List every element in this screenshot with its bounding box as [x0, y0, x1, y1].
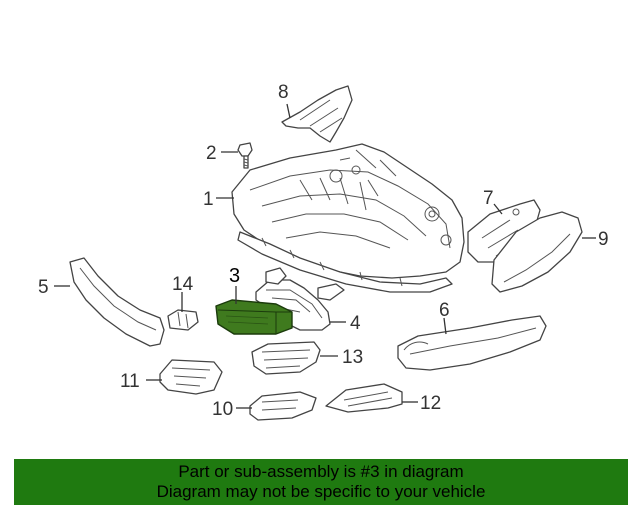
leader-8: [286, 103, 291, 119]
part-4-rail-assembly: [255, 267, 345, 331]
leader-7: [493, 203, 503, 215]
part-2-bolt: [237, 142, 253, 169]
part-1-seat-frame: [231, 143, 465, 293]
callout-3: 3: [229, 265, 240, 287]
part-14-clip: [167, 309, 199, 331]
callout-13: 13: [342, 347, 363, 368]
callout-8: 8: [278, 82, 289, 103]
callout-2: 2: [206, 143, 217, 164]
callout-12: 12: [420, 393, 441, 414]
part-13-tray: [251, 341, 321, 375]
part-8-cover: [281, 85, 353, 143]
leader-6: [443, 317, 447, 335]
part-6-cable-cover: [397, 315, 547, 371]
callout-5: 5: [38, 277, 49, 298]
callout-6: 6: [439, 300, 450, 321]
part-12-rail-cover: [325, 383, 403, 413]
callout-11: 11: [120, 371, 140, 392]
part-5-front-trim: [69, 257, 165, 347]
callout-7: 7: [483, 188, 494, 209]
callout-14: 14: [172, 274, 194, 295]
info-banner: Part or sub-assembly is #3 in diagram Di…: [14, 459, 628, 505]
callout-4: 4: [350, 313, 361, 334]
banner-line-2: Diagram may not be specific to your vehi…: [156, 482, 486, 501]
leader-lines: [54, 103, 596, 409]
callout-10: 10: [212, 399, 233, 420]
part-9-trim: [491, 211, 583, 293]
callout-9: 9: [598, 229, 609, 250]
part-11-bracket: [159, 359, 223, 395]
part-3-control-module: [215, 299, 293, 335]
callout-1: 1: [203, 189, 214, 210]
part-10-rail-cover: [249, 391, 317, 421]
banner-line-1: Part or sub-assembly is #3 in diagram: [178, 462, 464, 481]
